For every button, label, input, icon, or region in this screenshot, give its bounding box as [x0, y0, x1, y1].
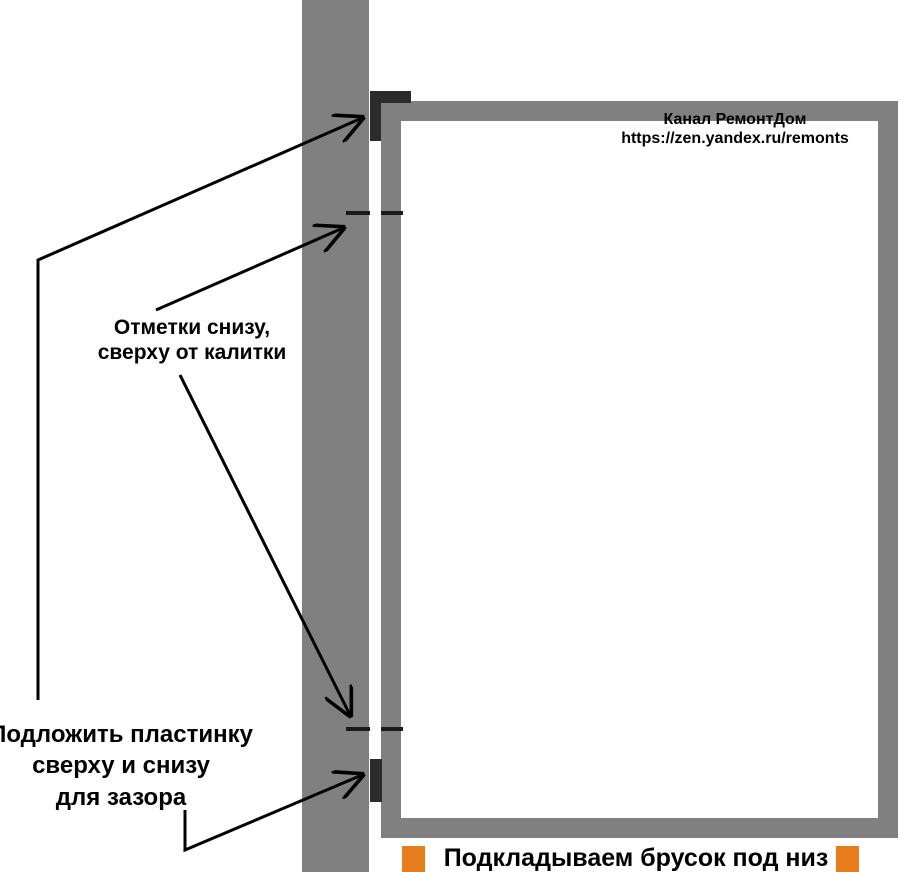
arrow-to-top-plate — [36, 118, 362, 700]
bottom-spacer-plate — [370, 759, 382, 802]
channel-name: Канал РемонтДом — [664, 111, 807, 128]
channel-url: https://zen.yandex.ru/remonts — [621, 130, 849, 147]
gate-post — [302, 0, 369, 872]
arrow-to-bottom-plate — [183, 775, 362, 853]
plate-label-line2: сверху и снизу — [32, 752, 210, 779]
arrow-to-bottom-mark — [178, 374, 350, 715]
top-spacer-plate — [370, 91, 411, 141]
arrow-to-top-mark — [155, 228, 343, 312]
support-block-caption: Подкладываем брусок под низ — [444, 844, 829, 872]
support-block-left — [402, 846, 425, 872]
marks-label-line1: Отметки снизу, — [114, 316, 270, 339]
marks-label-line2: сверху от калитки — [98, 341, 287, 364]
gate-frame — [381, 101, 898, 838]
support-block-right — [836, 846, 859, 872]
plate-label-line3: для зазора — [56, 784, 187, 811]
plate-label-line1: Подложить пластинку — [0, 721, 254, 748]
